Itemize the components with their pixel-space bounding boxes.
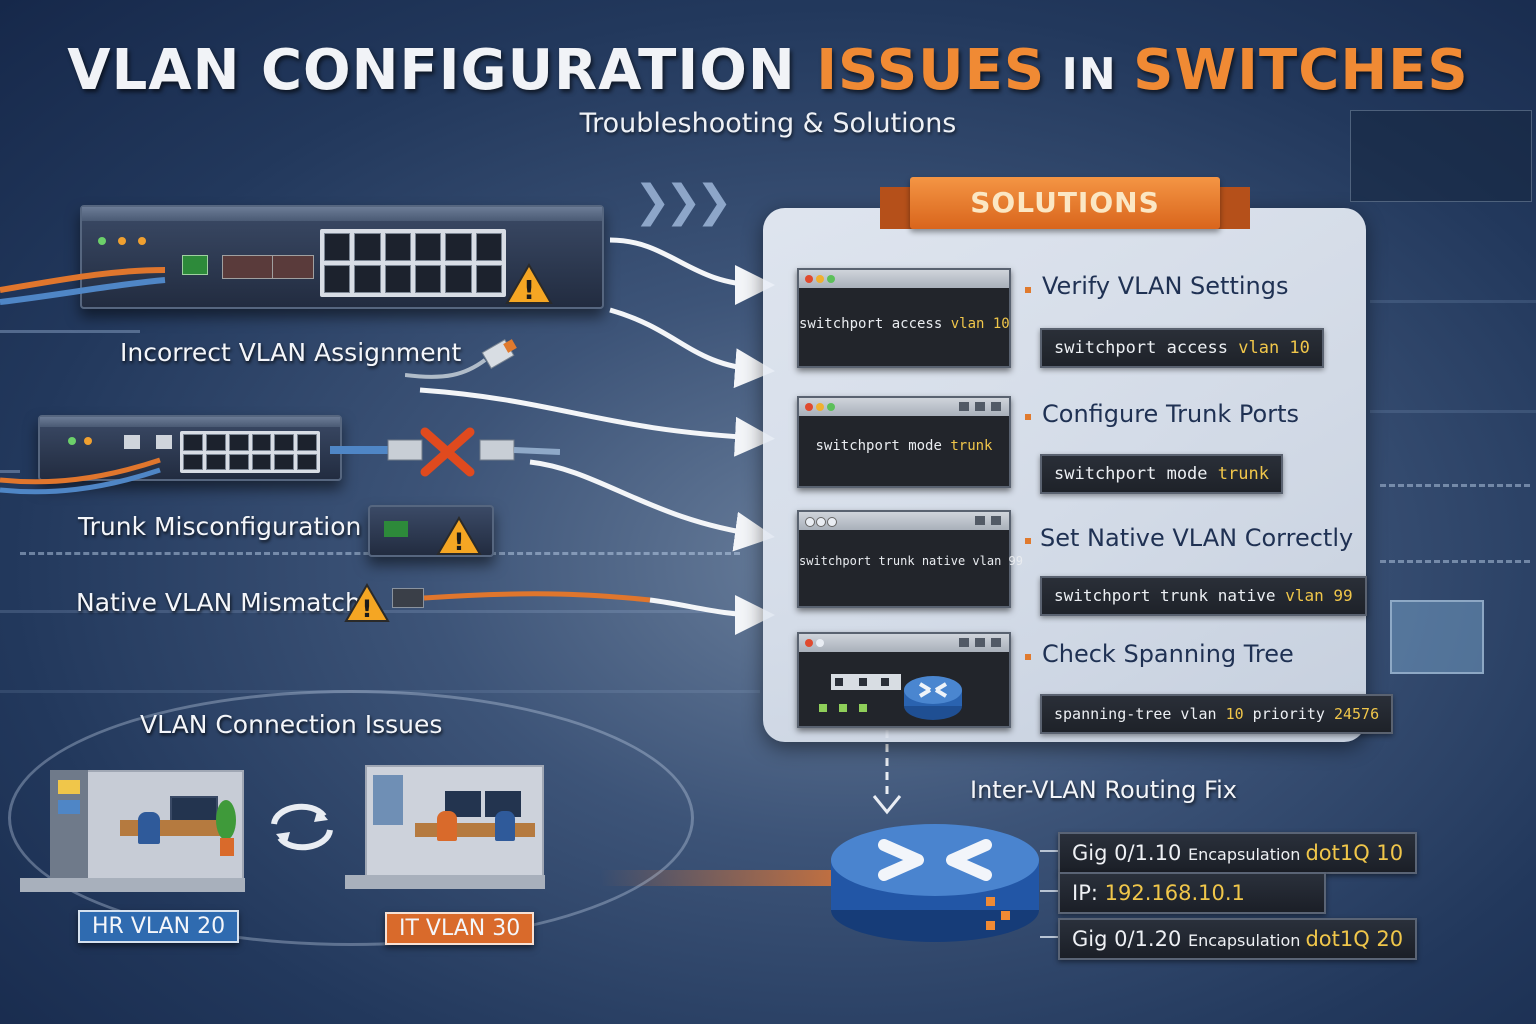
issue-label: Trunk Misconfiguration — [78, 512, 362, 541]
routing-entry: Gig 0/1.10 Encapsulation dot1Q 10 — [1058, 832, 1418, 874]
issue-label: Incorrect VLAN Assignment — [120, 338, 462, 367]
bullet-icon — [1025, 654, 1031, 660]
solution-title: Set Native VLAN Correctly — [1040, 524, 1354, 552]
connector-line — [1040, 890, 1060, 892]
terminal-window: switchport mode trunk — [797, 396, 1011, 488]
bg-line — [1370, 300, 1536, 303]
vlan-tag-hr: HR VLAN 20 — [78, 910, 240, 943]
routing-entry: IP: 192.168.10.1 — [1058, 872, 1326, 914]
terminal-window: switchport trunk native vlan 99 — [797, 510, 1023, 608]
network-switch-icon — [80, 205, 604, 309]
bg-line — [0, 470, 20, 473]
svg-text:!: ! — [523, 276, 535, 306]
cable-icon — [0, 267, 166, 305]
hr-office-icon — [20, 760, 245, 905]
router-icon — [831, 824, 1039, 942]
small-switch-icon — [368, 505, 494, 557]
connector-line — [1040, 850, 1060, 852]
connector-line — [1040, 936, 1060, 938]
bg-line — [0, 330, 140, 333]
network-switch-icon — [38, 415, 342, 481]
routing-entry: Gig 0/1.20 Encapsulation dot1Q 20 — [1058, 918, 1418, 960]
page-subtitle: Troubleshooting & Solutions — [579, 108, 957, 139]
connector-icon — [392, 588, 424, 608]
page-title: VLAN CONFIGURATION ISSUES IN SWITCHES — [67, 38, 1469, 103]
terminal-window: switchport access vlan 10 — [797, 268, 1011, 368]
warning-icon: ! — [505, 263, 553, 306]
bullet-icon — [1025, 538, 1031, 544]
warning-icon: ! — [436, 516, 482, 556]
warning-icon: ! — [344, 583, 390, 623]
svg-text:!: ! — [362, 595, 373, 623]
command-box: spanning-tree vlan 10 priority 24576 — [1040, 694, 1394, 734]
solutions-banner: SOLUTIONS — [880, 177, 1250, 229]
svg-text:!: ! — [454, 528, 465, 556]
vlan-zone-ring — [8, 690, 694, 946]
terminal-window — [797, 632, 1011, 728]
solution-title: Check Spanning Tree — [1042, 640, 1294, 668]
command-box: switchport mode trunk — [1040, 454, 1283, 494]
glow-line — [600, 870, 840, 886]
command-box: switchport trunk native vlan 99 — [1040, 576, 1367, 616]
bg-dashed-line — [1380, 484, 1530, 487]
it-office-icon — [345, 765, 545, 900]
issue-label: Native VLAN Mismatch — [76, 588, 361, 617]
broken-link-icon — [330, 427, 560, 477]
solution-title: Verify VLAN Settings — [1042, 272, 1289, 300]
solution-title: Configure Trunk Ports — [1042, 400, 1299, 428]
bg-screen — [1390, 600, 1484, 674]
vlan-tag-it: IT VLAN 30 — [385, 912, 535, 945]
routing-title: Inter-VLAN Routing Fix — [970, 776, 1237, 804]
sync-icon — [271, 803, 333, 851]
bg-rack — [1350, 110, 1532, 202]
ethernet-plug-icon — [405, 339, 517, 379]
chevron-right-icon: ❯❯❯ — [634, 176, 733, 227]
cable-icon — [0, 457, 161, 495]
bg-dashed-line — [1380, 560, 1530, 563]
bg-line — [1370, 410, 1536, 413]
bullet-icon — [1025, 414, 1031, 420]
issue-label: VLAN Connection Issues — [140, 710, 443, 739]
router-icon — [904, 676, 962, 720]
command-box: switchport access vlan 10 — [1040, 328, 1324, 368]
bullet-icon — [1025, 287, 1031, 293]
